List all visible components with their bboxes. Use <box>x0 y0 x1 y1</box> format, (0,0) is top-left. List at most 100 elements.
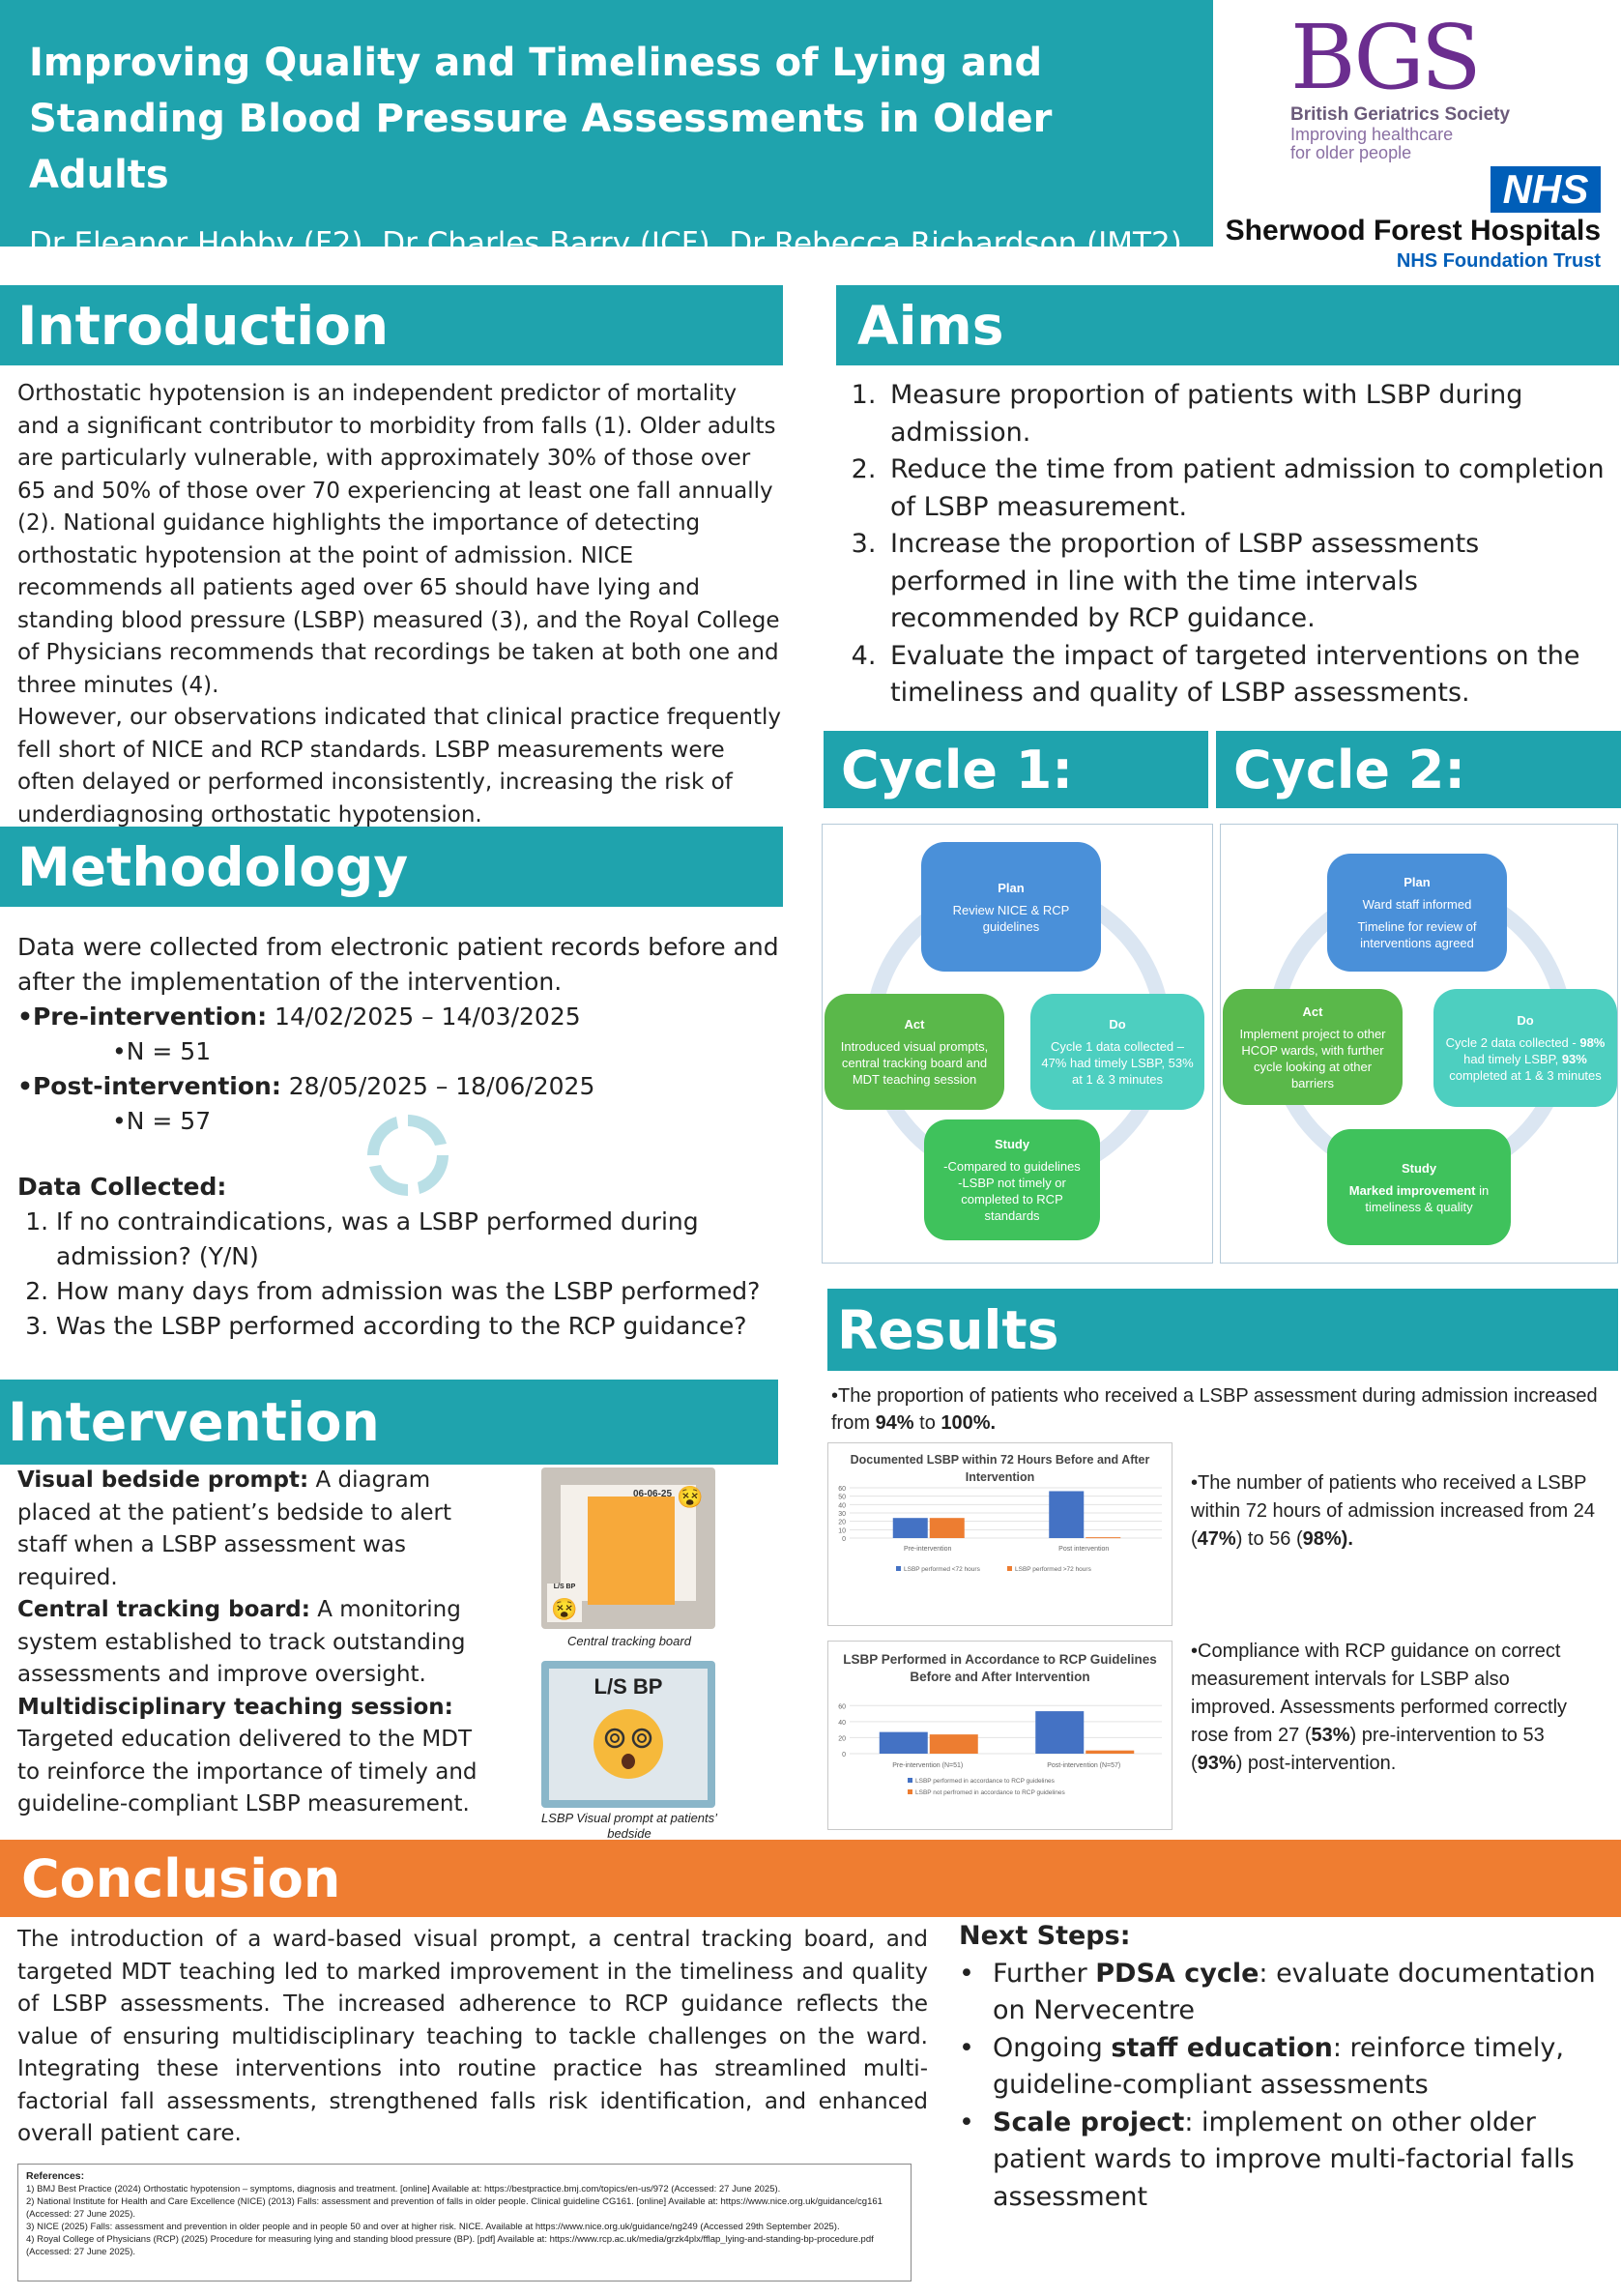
next-steps-list: Further PDSA cycle: evaluate documentati… <box>959 1956 1616 2217</box>
y-tick-label: 50 <box>838 1495 846 1501</box>
intervention-p2-b: Central tracking board: <box>17 1597 310 1622</box>
result-2-d: 98% <box>1302 1528 1342 1550</box>
data-question: Was the LSBP performed according to the … <box>56 1309 781 1344</box>
poster-authors: Dr Eleanor Hobby (F2), Dr Charles Barry … <box>29 226 1182 261</box>
intervention-heading: Intervention <box>0 1380 778 1465</box>
board-tag: L/S BP <box>547 1584 582 1622</box>
legend-swatch <box>896 1566 901 1571</box>
visual-prompt-photo: L/S BP <box>541 1661 715 1808</box>
cycle2-do-text: Cycle 2 data collected - 98% had timely … <box>1443 1034 1607 1084</box>
cycle1-study-text-2: -LSBP not timely or completed to RCP sta… <box>958 1176 1066 1223</box>
pre-label: •Pre-intervention: <box>17 1003 268 1031</box>
x-tick-label: Pre-intervention (N=51) <box>892 1762 963 1769</box>
reference-item: 4) Royal College of Physicians (RCP) (20… <box>26 2234 874 2257</box>
bgs-tagline-2: for older people <box>1290 143 1412 162</box>
y-tick-label: 30 <box>838 1511 846 1518</box>
trust-name: Sherwood Forest Hospitals <box>1225 215 1601 247</box>
cycle2-do-c: had timely LSBP, <box>1463 1052 1562 1066</box>
legend-swatch <box>1007 1566 1012 1571</box>
cycle2-study: Study Marked improvement in timeliness &… <box>1327 1129 1511 1245</box>
post-dates: 28/05/2025 – 18/06/2025 <box>280 1072 595 1100</box>
result-2-a: •The number of patients who received a L… <box>1191 1472 1595 1550</box>
next-steps-heading: Next Steps: <box>959 1921 1131 1951</box>
chart-2-title: LSBP Performed in Accordance to RCP Guid… <box>843 1652 1157 1684</box>
result-3-a: •Compliance with RCP guidance on correct… <box>1191 1641 1568 1746</box>
methodology-body: Data were collected from electronic pati… <box>17 930 781 1139</box>
y-tick-label: 0 <box>842 1536 846 1543</box>
bar <box>1085 1750 1135 1754</box>
reference-item: 3) NICE (2025) Falls: assessment and pre… <box>26 2222 840 2232</box>
cycle2-study-b: in timeliness & quality <box>1365 1182 1490 1214</box>
result-3-b: 53% <box>1311 1725 1350 1746</box>
references-box: References: 1) BMJ Best Practice (2024) … <box>17 2164 912 2281</box>
aim-item: Evaluate the impact of targeted interven… <box>884 638 1614 712</box>
cycle1-study-title: Study <box>994 1137 1030 1151</box>
photo-1-caption: Central tracking board <box>567 1634 691 1648</box>
post-label: •Post-intervention: <box>17 1072 281 1100</box>
y-tick-label: 60 <box>838 1486 846 1493</box>
poster-title: Improving Quality and Timeliness of Lyin… <box>29 41 1053 197</box>
pre-intervention: •Pre-intervention: 14/02/2025 – 14/03/20… <box>17 1000 781 1034</box>
legend-label: LSBP not perfromed in accordance to RCP … <box>915 1789 1066 1796</box>
cycle1-study: Study -Compared to guidelines -LSBP not … <box>924 1119 1100 1240</box>
intervention-p1-text: A diagram placed at the patient’s bedsid… <box>17 1468 452 1590</box>
x-tick-label: Post-intervention (N=57) <box>1047 1762 1120 1769</box>
result-1-c: to <box>913 1412 941 1434</box>
result-1-a: •The proportion of patients who received… <box>831 1385 1598 1434</box>
data-question: How many days from admission was the LSB… <box>56 1274 781 1309</box>
chart-72-hours: Documented LSBP within 72 Hours Before a… <box>827 1442 1172 1626</box>
result-3-c: ) pre-intervention to 53 ( <box>1191 1725 1545 1774</box>
methodology-heading: Methodology <box>0 827 783 907</box>
cycle1-plan-text: Review NICE & RCP guidelines <box>952 902 1070 934</box>
cycle2-do-a: Cycle 2 data collected - <box>1445 1035 1580 1050</box>
y-tick-label: 40 <box>838 1502 846 1509</box>
chart-rcp-guidelines: LSBP Performed in Accordance to RCP Guid… <box>827 1641 1172 1830</box>
next-2-c: : reinforce timely, guideline-compliant … <box>993 2032 1564 2101</box>
x-tick-label: Pre-intervention <box>904 1546 952 1553</box>
intervention-p3-b: Multidisciplinary teaching session: <box>17 1694 453 1720</box>
photo-2-caption: LSBP Visual prompt at patients’ bedside <box>540 1811 718 1841</box>
post-n: •N = 57 <box>112 1107 212 1135</box>
cycle2-study-title: Study <box>1401 1160 1437 1176</box>
pre-dates: 14/02/2025 – 14/03/2025 <box>267 1003 581 1031</box>
prompt-label: L/S BP <box>593 1674 663 1699</box>
cycle1-do: Do Cycle 1 data collected – 47% had time… <box>1030 994 1204 1110</box>
dizzy-face-icon <box>593 1709 663 1779</box>
result-3-e: ) post-intervention. <box>1235 1753 1397 1774</box>
cycle1-act-text: Introduced visual prompts, central track… <box>840 1039 989 1087</box>
legend-swatch <box>908 1789 912 1794</box>
y-tick-label: 60 <box>838 1703 846 1710</box>
emoji-icon: 😵 <box>677 1485 704 1509</box>
cycle2-plan: Plan Ward staff informed Timeline for re… <box>1327 854 1507 972</box>
trust-sub: NHS Foundation Trust <box>1396 250 1601 272</box>
intervention-p3-text: Targeted education delivered to the MDT … <box>17 1727 478 1816</box>
aims-heading: Aims <box>836 285 1619 365</box>
bgs-logo: BGS British Geriatrics Society Improving… <box>1290 14 1542 162</box>
intervention-p1-b: Visual bedside prompt: <box>17 1468 309 1493</box>
cycle1-act: Act Introduced visual prompts, central t… <box>825 994 1004 1110</box>
data-collected-list: If no contraindications, was a LSBP perf… <box>17 1205 781 1344</box>
introduction-body: Orthostatic hypotension is an independen… <box>17 378 781 831</box>
y-tick-label: 40 <box>838 1720 846 1727</box>
intervention-p2: Central tracking board: A monitoring sys… <box>17 1594 493 1692</box>
next-2-a: Ongoing <box>993 2032 1112 2063</box>
aims-list-wrap: Measure proportion of patients with LSBP… <box>836 377 1614 712</box>
result-1-b: 94% <box>875 1412 914 1434</box>
y-tick-label: 10 <box>838 1527 846 1534</box>
cycle2-act-text: Implement project to other HCOP wards, w… <box>1239 1026 1386 1090</box>
cycle2-do: Do Cycle 2 data collected - 98% had time… <box>1433 989 1617 1107</box>
aim-item: Measure proportion of patients with LSBP… <box>884 377 1614 451</box>
post-intervention: •Post-intervention: 28/05/2025 – 18/06/2… <box>17 1069 781 1104</box>
next-step-item: Ongoing staff education: reinforce timel… <box>959 2030 1616 2105</box>
cycle1-act-title: Act <box>904 1017 925 1032</box>
methodology-text: Data were collected from electronic pati… <box>17 933 779 996</box>
bar <box>892 1518 928 1538</box>
result-1-d: 100%. <box>941 1412 997 1434</box>
aim-item: Increase the proportion of LSBP assessme… <box>884 526 1614 638</box>
aim-item: Reduce the time from patient admission t… <box>884 451 1614 526</box>
next-1-b: PDSA cycle <box>1095 1958 1259 1989</box>
legend-swatch <box>908 1778 912 1783</box>
next-step-item: Further PDSA cycle: evaluate documentati… <box>959 1956 1616 2030</box>
intervention-p2-text: A monitoring system established to track… <box>17 1597 466 1687</box>
